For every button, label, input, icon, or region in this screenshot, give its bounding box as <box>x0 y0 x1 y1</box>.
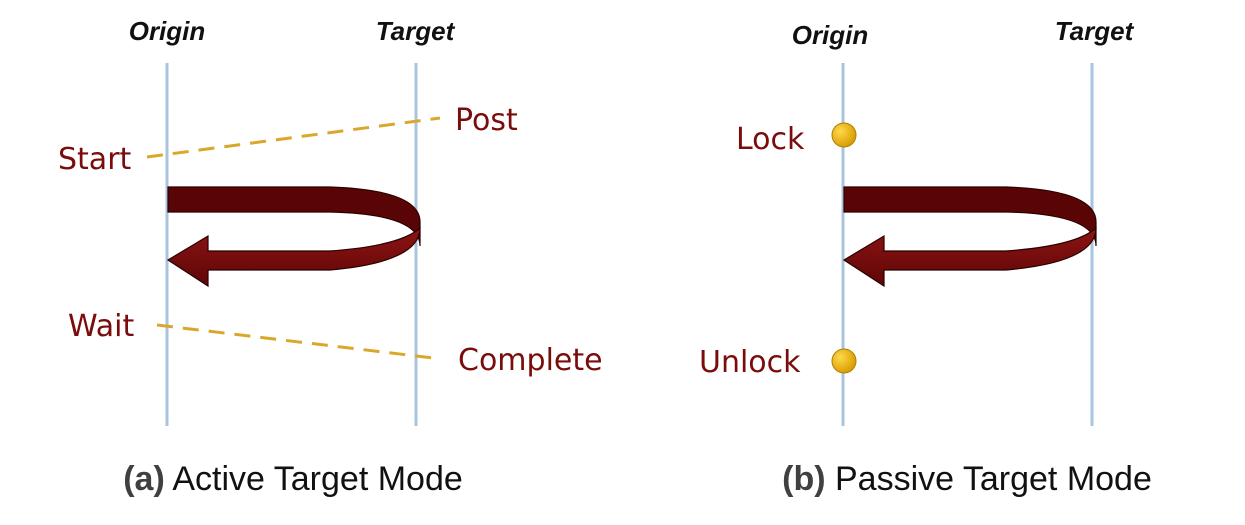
post-label: Post <box>455 103 518 138</box>
start-post-dashed-line <box>146 116 441 159</box>
start-label: Start <box>58 142 132 177</box>
caption-b: (b) Passive Target Mode <box>782 460 1152 498</box>
wait-complete-dashed-line <box>156 323 434 360</box>
lock-label: Lock <box>736 122 805 157</box>
complete-label: Complete <box>458 343 603 378</box>
target-header: Target <box>376 16 456 46</box>
rma-return-arrow <box>166 186 421 288</box>
wait-label: Wait <box>68 309 134 344</box>
caption-a-text: Active Target Mode <box>165 460 463 498</box>
caption-a-prefix: (a) <box>123 460 165 498</box>
panel-active-target: Origin Target Start Post Wait Complete (… <box>58 16 603 498</box>
unlock-dot <box>831 348 857 374</box>
caption-b-prefix: (b) <box>782 460 825 498</box>
origin-header: Origin <box>129 16 206 46</box>
rma-return-arrow-b <box>842 186 1097 288</box>
lock-dot <box>831 122 857 148</box>
origin-header-b: Origin <box>792 20 869 50</box>
caption-a: (a) Active Target Mode <box>123 460 463 498</box>
target-header-b: Target <box>1055 16 1135 46</box>
unlock-label: Unlock <box>699 345 801 380</box>
caption-b-text: Passive Target Mode <box>826 460 1152 498</box>
panel-passive-target: Origin Target Lock Unlock (b) Passive Ta… <box>699 16 1152 498</box>
